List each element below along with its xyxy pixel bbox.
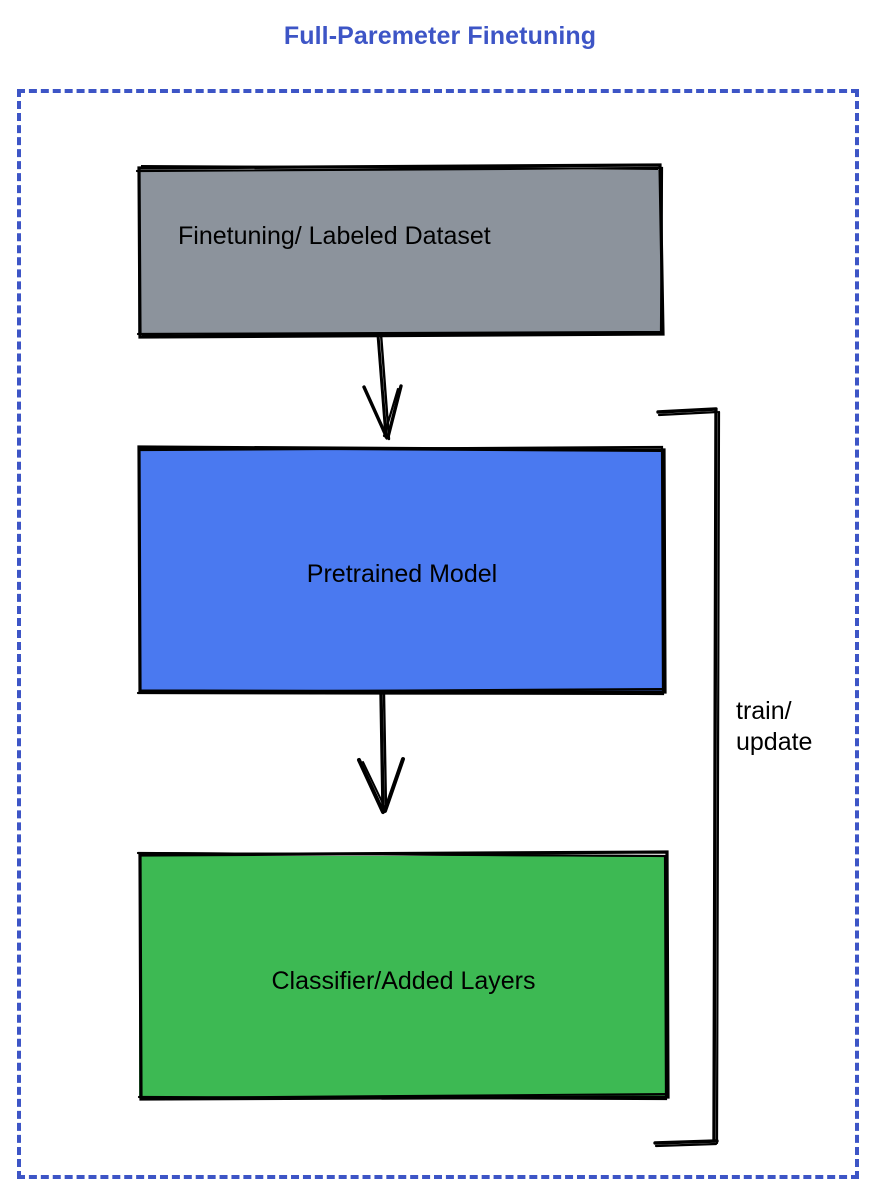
node-pretrained-model[interactable]: Pretrained Model	[136, 445, 667, 696]
page-title: Full-Paremeter Finetuning	[283, 22, 597, 50]
node-label-dataset: Finetuning/ Labeled Dataset	[178, 222, 491, 250]
node-label-pretrained: Pretrained Model	[306, 560, 498, 588]
node-label-classifier: Classifier/Added Layers	[271, 967, 536, 995]
node-fill-gray	[138, 170, 663, 333]
dashed-group-frame	[17, 89, 859, 1179]
feedback-loop-label-line1: train/	[736, 697, 792, 725]
node-classifier-added-layers[interactable]: Classifier/Added Layers	[136, 850, 670, 1101]
feedback-loop-label: train/ update	[736, 696, 812, 758]
feedback-loop-label-line2: update	[736, 728, 813, 756]
node-finetuning-labeled-dataset[interactable]: Finetuning/ Labeled Dataset	[135, 163, 665, 339]
